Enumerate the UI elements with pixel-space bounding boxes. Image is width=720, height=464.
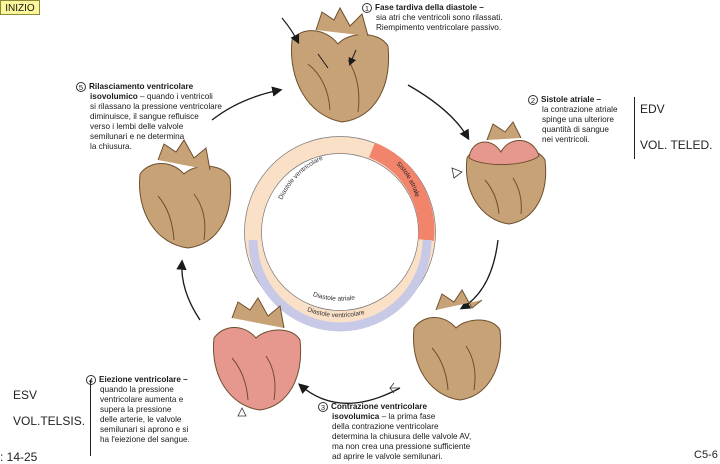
step-4-caption: 4Eiezione ventricolare – quando la press…: [86, 375, 206, 445]
start-label: INIZIO: [0, 0, 40, 15]
ring-label-diastole-atriale: Diastole atriale: [312, 291, 356, 303]
heart-illustration-3: [412, 289, 502, 401]
heart-illustration-5: [138, 139, 232, 249]
pressure-arrow-icon: [389, 382, 400, 394]
vol-telsis-label: VOL.TELSIS.: [13, 414, 86, 428]
step-number: 1: [362, 3, 372, 13]
esv-divider: [90, 380, 91, 456]
figure-reference: : 14-25: [0, 450, 38, 464]
heart-illustration-1: [290, 6, 390, 123]
step-number: 5: [76, 82, 86, 92]
page-code: C5-6: [694, 449, 718, 461]
edv-label: EDV: [640, 102, 665, 116]
edv-divider: [634, 97, 635, 159]
step-number: 2: [528, 95, 538, 105]
esv-label: ESV: [13, 388, 38, 402]
step-number: 3: [318, 402, 328, 412]
pressure-arrow-icon: [237, 407, 247, 417]
cycle-arrows: [176, 84, 499, 404]
pressure-arrow-icon: [451, 167, 463, 179]
heart-illustration-2: [465, 121, 547, 225]
step-number: 4: [86, 375, 96, 385]
heart-illustration-4: [212, 297, 302, 411]
start-arrow-icon: [281, 17, 300, 45]
cycle-ring: [244, 136, 436, 332]
vol-teled-label: VOL. TELED.: [640, 138, 713, 152]
